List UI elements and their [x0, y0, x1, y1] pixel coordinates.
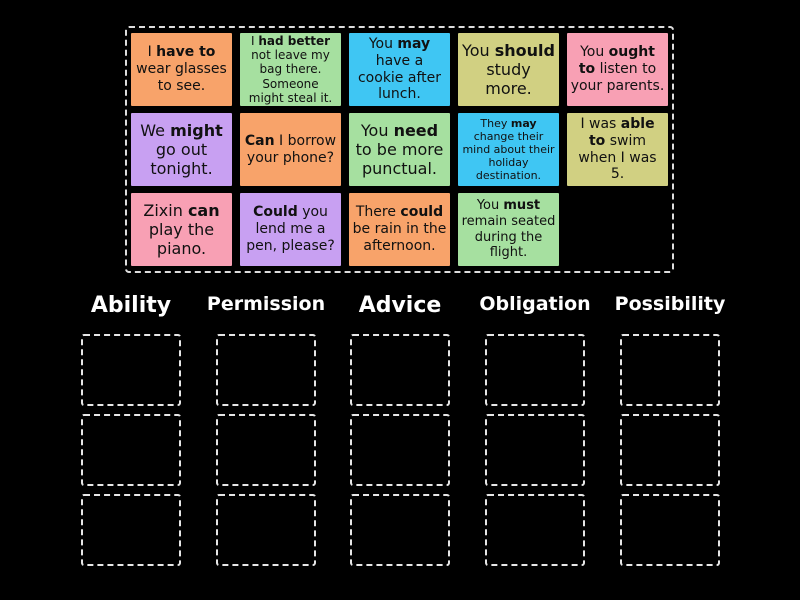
- modal-verb: could: [400, 204, 444, 221]
- sentence-card[interactable]: Zixin can play the piano.: [131, 193, 232, 266]
- category-heading: Permission: [206, 293, 326, 315]
- card-text-part: You: [476, 198, 504, 214]
- category-heading: Obligation: [479, 293, 591, 315]
- drop-slot[interactable]: [81, 334, 181, 406]
- drop-slot[interactable]: [350, 494, 450, 566]
- category-heading: Possibility: [614, 293, 726, 315]
- card-text-part: They: [480, 116, 511, 130]
- modal-verb: need: [393, 120, 439, 140]
- modal-verb: might: [170, 120, 223, 140]
- card-text: They may change their mind about their h…: [461, 117, 556, 183]
- card-text-part: Zixin: [143, 200, 188, 220]
- drop-slot[interactable]: [216, 414, 316, 486]
- card-text-part: be rain in the afternoon.: [352, 221, 447, 254]
- card-text-part: play the piano.: [148, 219, 215, 259]
- sentence-card[interactable]: Could you lend me a pen, please?: [240, 193, 341, 266]
- card-text-part: You: [580, 44, 609, 61]
- drop-slot[interactable]: [216, 494, 316, 566]
- card-text-part: You: [462, 40, 495, 60]
- sentence-card[interactable]: You may have a cookie after lunch.: [349, 33, 450, 106]
- sentence-card[interactable]: You need to be more punctual.: [349, 113, 450, 186]
- modal-verb: should: [494, 40, 555, 60]
- card-text: You ought to listen to your parents.: [570, 44, 665, 94]
- modal-verb: may: [510, 116, 537, 130]
- sentence-card[interactable]: I was able to swim when I was 5.: [567, 113, 668, 186]
- card-text-part: There: [355, 204, 401, 221]
- drop-slot[interactable]: [620, 414, 720, 486]
- category-heading: Ability: [90, 293, 172, 318]
- drop-slot[interactable]: [81, 494, 181, 566]
- card-pool: [125, 26, 674, 273]
- card-text-part: to be more punctual.: [355, 139, 444, 179]
- card-text-part: remain seated during the flight.: [461, 213, 556, 261]
- card-text-part: You: [360, 120, 394, 140]
- modal-verb: ought to: [578, 44, 655, 78]
- sentence-card[interactable]: You should study more.: [458, 33, 559, 106]
- card-text: You should study more.: [461, 41, 556, 99]
- card-text: I had better not leave my bag there. Som…: [243, 34, 338, 106]
- sentence-card[interactable]: Can I borrow your phone?: [240, 113, 341, 186]
- card-text: Can I borrow your phone?: [243, 133, 338, 167]
- drop-slot[interactable]: [350, 414, 450, 486]
- card-text-part: I: [250, 33, 259, 48]
- card-text-part: I was: [580, 115, 621, 132]
- card-text: There could be rain in the afternoon.: [352, 204, 447, 254]
- drop-slot[interactable]: [620, 494, 720, 566]
- card-text-part: you lend me a pen, please?: [246, 204, 335, 254]
- sentence-card[interactable]: You ought to listen to your parents.: [567, 33, 668, 106]
- sentence-card[interactable]: They may change their mind about their h…: [458, 113, 559, 186]
- card-text-part: wear glasses to see.: [136, 61, 227, 94]
- card-text: You may have a cookie after lunch.: [352, 36, 447, 103]
- modal-verb: Can: [244, 132, 275, 149]
- card-text-part: go out tonight.: [150, 139, 213, 179]
- sentence-card[interactable]: I had better not leave my bag there. Som…: [240, 33, 341, 106]
- card-text: You need to be more punctual.: [352, 121, 447, 179]
- modal-verb: can: [187, 200, 220, 220]
- card-text-part: not leave my bag there. Someone might st…: [248, 47, 333, 106]
- card-text-part: You: [368, 35, 398, 52]
- card-text: I have to wear glasses to see.: [134, 44, 229, 94]
- modal-verb: have to: [156, 44, 216, 61]
- sentence-card[interactable]: I have to wear glasses to see.: [131, 33, 232, 106]
- card-text-part: We: [140, 120, 171, 140]
- drop-slot[interactable]: [81, 414, 181, 486]
- drop-slot[interactable]: [216, 334, 316, 406]
- category-heading: Advice: [358, 293, 442, 318]
- drop-slot[interactable]: [350, 334, 450, 406]
- drop-slot[interactable]: [620, 334, 720, 406]
- card-text-part: I: [147, 44, 157, 61]
- modal-verb: must: [503, 198, 541, 214]
- card-text: I was able to swim when I was 5.: [570, 116, 665, 183]
- card-text-part: change their mind about their holiday de…: [462, 129, 555, 183]
- modal-verb: Could: [253, 204, 298, 221]
- card-text-part: study more.: [485, 59, 532, 99]
- card-text-part: have a cookie after lunch.: [357, 52, 441, 103]
- card-text: Zixin can play the piano.: [134, 201, 229, 259]
- modal-verb: able to: [588, 115, 655, 149]
- drop-slot[interactable]: [485, 334, 585, 406]
- drop-slot[interactable]: [485, 494, 585, 566]
- modal-verb: had better: [258, 33, 331, 48]
- card-text-part: listen to your parents.: [570, 61, 665, 94]
- sentence-card[interactable]: We might go out tonight.: [131, 113, 232, 186]
- card-text-part: swim when I was 5.: [578, 132, 657, 183]
- sentence-card[interactable]: There could be rain in the afternoon.: [349, 193, 450, 266]
- modal-verb: may: [397, 35, 431, 52]
- sentence-card[interactable]: You must remain seated during the flight…: [458, 193, 559, 266]
- card-text-part: I borrow your phone?: [246, 132, 337, 166]
- card-text: We might go out tonight.: [134, 121, 229, 179]
- card-text: You must remain seated during the flight…: [461, 198, 556, 260]
- drop-slot[interactable]: [485, 414, 585, 486]
- card-text: Could you lend me a pen, please?: [243, 204, 338, 254]
